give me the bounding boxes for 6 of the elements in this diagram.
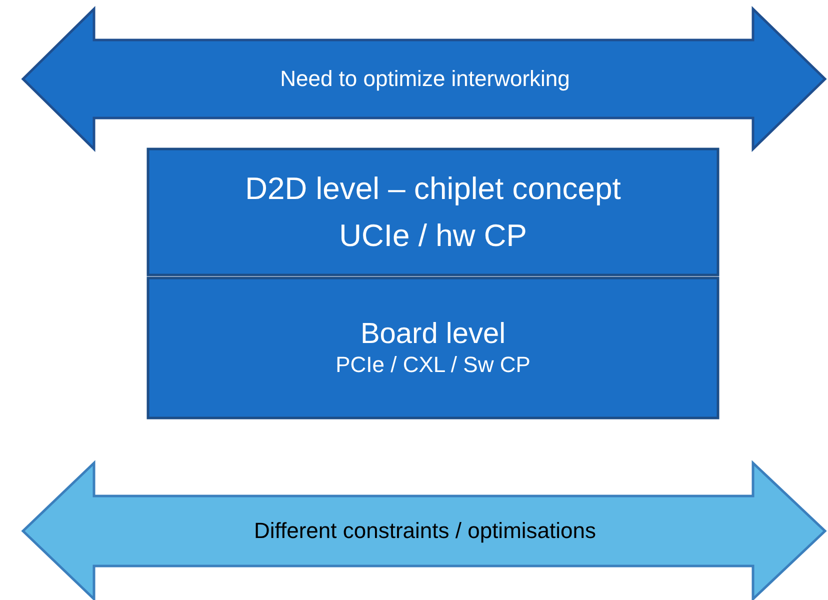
box-heading: D2D level – chiplet concept (245, 170, 621, 207)
box-subtext: UCIe / hw CP (339, 217, 527, 254)
box-heading: Different constraints / optimisations (254, 518, 596, 544)
box-heading: Board level (360, 317, 506, 352)
box-heading: Need to optimize interworking (280, 66, 570, 92)
box-subtext: PCIe / CXL / Sw CP (336, 352, 530, 379)
